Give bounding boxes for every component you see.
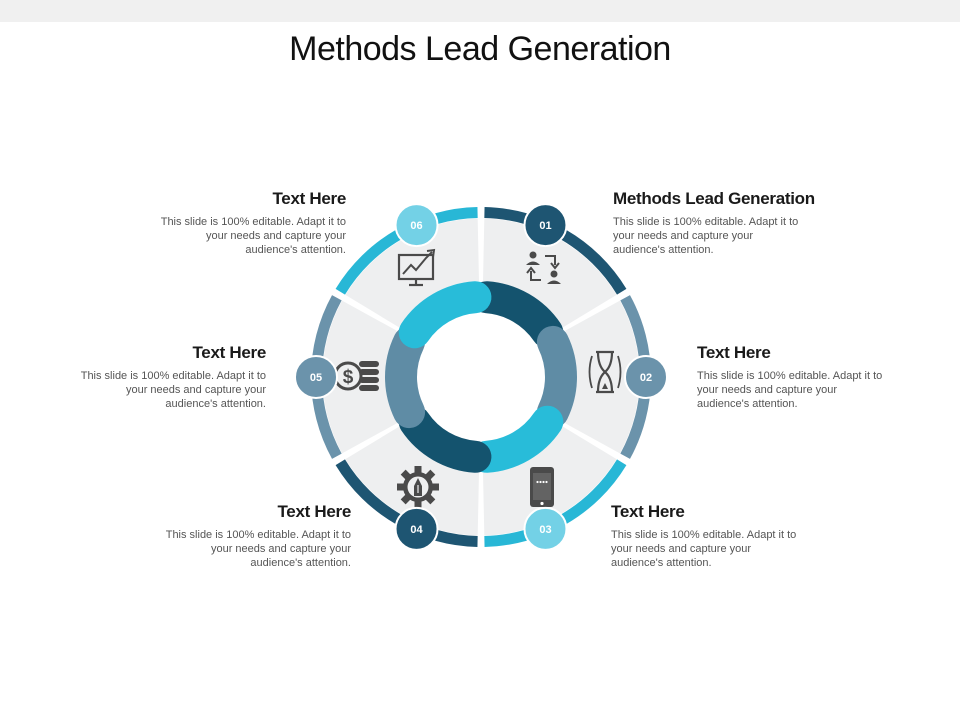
chart-monitor-icon	[397, 248, 436, 287]
center-hole	[418, 314, 544, 440]
step-badge-02: 02	[624, 355, 668, 399]
step-label-05: Text Here This slide is 100% editable. A…	[26, 343, 267, 411]
step-description: This slide is 100% editable. Adapt it to…	[80, 370, 266, 410]
inner-arc-06	[398, 281, 492, 349]
hourglass-icon	[588, 350, 622, 394]
step-number: 04	[410, 524, 423, 536]
gear-pen-icon	[397, 466, 439, 508]
inner-arc-03	[470, 405, 564, 473]
step-heading: Methods Lead Generation	[613, 189, 815, 208]
inner-arc-04	[398, 405, 492, 473]
inner-arc-05	[385, 325, 426, 429]
segment-body-02	[565, 300, 640, 454]
step-label-04: Text Here This slide is 100% editable. A…	[111, 502, 352, 570]
step-number: 06	[410, 220, 422, 232]
step-number: 01	[539, 220, 551, 232]
step-label-03: Text Here This slide is 100% editable. A…	[611, 502, 851, 570]
smartphone-icon	[530, 467, 554, 507]
inner-arc-02	[536, 325, 577, 429]
segment-body-06	[345, 218, 479, 328]
dollar-coins-icon: $	[333, 361, 379, 391]
step-description: This slide is 100% editable. Adapt it to…	[697, 370, 883, 410]
inner-arc-01	[470, 281, 564, 349]
step-badge-06: 06	[394, 203, 439, 248]
people-exchange-icon	[526, 251, 561, 284]
step-label-02: Text Here This slide is 100% editable. A…	[697, 343, 937, 411]
segment-band-02	[620, 295, 651, 459]
step-description: This slide is 100% editable. Adapt it to…	[160, 216, 346, 256]
step-heading: Text Here	[272, 189, 346, 208]
step-heading: Text Here	[697, 343, 771, 362]
step-badge-01: 01	[523, 203, 568, 248]
step-number: 02	[640, 372, 652, 384]
step-heading: Text Here	[277, 502, 351, 521]
step-label-06: Text Here This slide is 100% editable. A…	[106, 189, 347, 257]
step-description: This slide is 100% editable. Adapt it to…	[613, 216, 799, 256]
segment-band-05	[310, 295, 342, 459]
svg-text:$: $	[343, 367, 354, 388]
step-number: 05	[310, 372, 322, 384]
step-label-01: Methods Lead Generation This slide is 10…	[613, 189, 853, 257]
top-bar	[0, 0, 960, 22]
step-badge-04: 04	[394, 506, 439, 551]
step-heading: Text Here	[192, 343, 266, 362]
step-heading: Text Here	[611, 502, 685, 521]
step-number: 03	[539, 524, 551, 536]
step-badge-03: 03	[523, 506, 568, 551]
slide-title: Methods Lead Generation	[289, 30, 671, 68]
step-description: This slide is 100% editable. Adapt it to…	[165, 529, 351, 569]
step-badge-05: 05	[294, 355, 338, 399]
step-description: This slide is 100% editable. Adapt it to…	[611, 529, 797, 569]
segment-body-01	[483, 218, 617, 328]
